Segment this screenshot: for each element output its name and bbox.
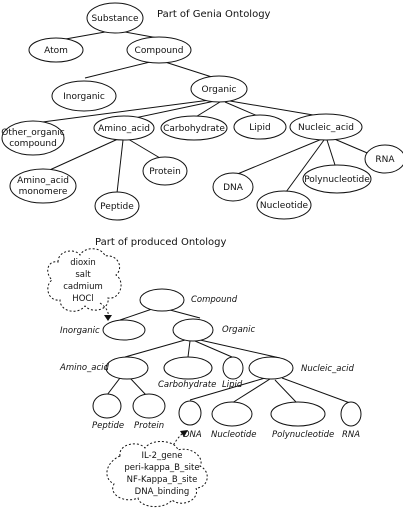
- cloud-item-salt: salt: [75, 270, 91, 280]
- genia-label-other-organic-2: compound: [9, 139, 57, 149]
- produced-label-nucleotide: Nucleotide: [211, 430, 257, 440]
- genia-label-nucleotide: Nucleotide: [260, 201, 309, 211]
- genia-node-organic: Organic: [190, 75, 248, 103]
- cloud-dna-terms: IL-2_gene peri-kappa_B_site NF-Kappa_B_s…: [106, 441, 208, 507]
- genia-node-rna: RNA: [364, 144, 403, 174]
- genia-node-nucleotide: Nucleotide: [256, 190, 312, 220]
- produced-node-amino-acid: Amino_acid: [59, 356, 149, 380]
- genia-label-other-organic-1: Other_organic: [1, 128, 65, 138]
- produced-node-organic: Organic: [172, 318, 256, 342]
- genia-node-polynucleotide: Polynucleotide: [302, 164, 372, 194]
- genia-node-carbohydrate: Carbohydrate: [160, 115, 228, 141]
- genia-label-compound: Compound: [135, 46, 184, 56]
- produced-label-peptide: Peptide: [92, 421, 124, 431]
- cloud-item-nf-kappa: NF-Kappa_B_site: [127, 475, 198, 485]
- produced-node-carbohydrate: Carbohydrate: [158, 356, 216, 390]
- produced-label-amino-acid: Amino_acid: [59, 363, 110, 373]
- genia-label-peptide: Peptide: [100, 202, 134, 212]
- genia-node-nucleic-acid: Nucleic_acid: [289, 113, 363, 141]
- cloud-substances: dioxin salt cadmium HOCl: [47, 248, 122, 312]
- produced-label-inorganic: Inorganic: [60, 326, 100, 336]
- produced-node-nucleic-acid: Nucleic_acid: [248, 356, 355, 380]
- genia-node-substance: Substance: [86, 2, 144, 34]
- cloud-top-arrowhead: [104, 315, 112, 321]
- genia-label-protein: Protein: [149, 167, 181, 177]
- genia-node-compound: Compound: [126, 36, 192, 64]
- genia-label-carbohydrate: Carbohydrate: [163, 124, 225, 134]
- produced-label-compound: Compound: [191, 295, 238, 305]
- genia-label-dna: DNA: [223, 183, 244, 193]
- genia-node-amino-monomere: Amino_acid monomere: [9, 168, 77, 204]
- genia-node-other-organic: Other_organic compound: [1, 120, 65, 156]
- genia-node-atom: Atom: [28, 37, 84, 63]
- genia-label-atom: Atom: [44, 46, 68, 56]
- produced-node-dna: DNA: [178, 400, 202, 440]
- produced-label-organic: Organic: [222, 325, 256, 335]
- produced-label-polynucleotide: Polynucleotide: [272, 430, 334, 440]
- produced-node-lipid: Lipid: [222, 356, 244, 390]
- genia-title: Part of Genia Ontology: [157, 9, 271, 20]
- cloud-item-hocl: HOCl: [72, 294, 93, 304]
- cloud-item-cadmium: cadmium: [63, 282, 103, 292]
- produced-title: Part of produced Ontology: [95, 237, 226, 248]
- cloud-item-dna-binding: DNA_binding: [135, 487, 190, 497]
- cloud-item-peri-kappa: peri-kappa_B_site: [124, 463, 199, 473]
- genia-node-amino-acid: Amino_acid: [93, 115, 155, 141]
- genia-node-inorganic: Inorganic: [51, 80, 117, 112]
- genia-label-organic: Organic: [201, 85, 236, 95]
- produced-label-dna: DNA: [183, 430, 202, 440]
- produced-node-peptide: Peptide: [92, 393, 124, 431]
- produced-label-carbohydrate: Carbohydrate: [158, 380, 216, 390]
- produced-node-inorganic: Inorganic: [60, 319, 146, 341]
- genia-label-polynucleotide: Polynucleotide: [304, 175, 370, 185]
- cloud-bottom-arrow: [169, 432, 184, 453]
- genia-node-dna: DNA: [212, 172, 254, 202]
- produced-label-protein: Protein: [134, 421, 164, 431]
- cloud-bottom-arrowhead: [180, 430, 188, 437]
- produced-label-lipid: Lipid: [222, 380, 243, 390]
- genia-node-lipid: Lipid: [233, 114, 287, 140]
- genia-label-inorganic: Inorganic: [63, 92, 105, 102]
- genia-label-rna: RNA: [375, 155, 395, 165]
- genia-label-lipid: Lipid: [249, 123, 270, 133]
- genia-node-peptide: Peptide: [94, 191, 140, 221]
- produced-edges: [106, 307, 351, 404]
- produced-node-polynucleotide: Polynucleotide: [270, 401, 334, 440]
- genia-label-amino-monomere-1: Amino_acid: [17, 176, 69, 186]
- genia-node-protein: Protein: [142, 156, 188, 186]
- produced-label-nucleic-acid: Nucleic_acid: [301, 364, 355, 374]
- genia-label-amino-monomere-2: monomere: [19, 187, 68, 197]
- produced-node-compound: Compound: [139, 288, 238, 312]
- produced-node-protein: Protein: [132, 393, 166, 431]
- produced-node-rna: RNA: [340, 401, 362, 440]
- produced-node-nucleotide: Nucleotide: [211, 401, 257, 440]
- genia-edges: [34, 31, 373, 194]
- genia-label-substance: Substance: [91, 14, 139, 24]
- genia-label-nucleic-acid: Nucleic_acid: [298, 123, 354, 133]
- cloud-item-il2-gene: IL-2_gene: [141, 451, 182, 461]
- genia-label-amino-acid: Amino_acid: [98, 124, 150, 134]
- cloud-item-dioxin: dioxin: [70, 258, 95, 268]
- produced-label-rna: RNA: [342, 430, 360, 440]
